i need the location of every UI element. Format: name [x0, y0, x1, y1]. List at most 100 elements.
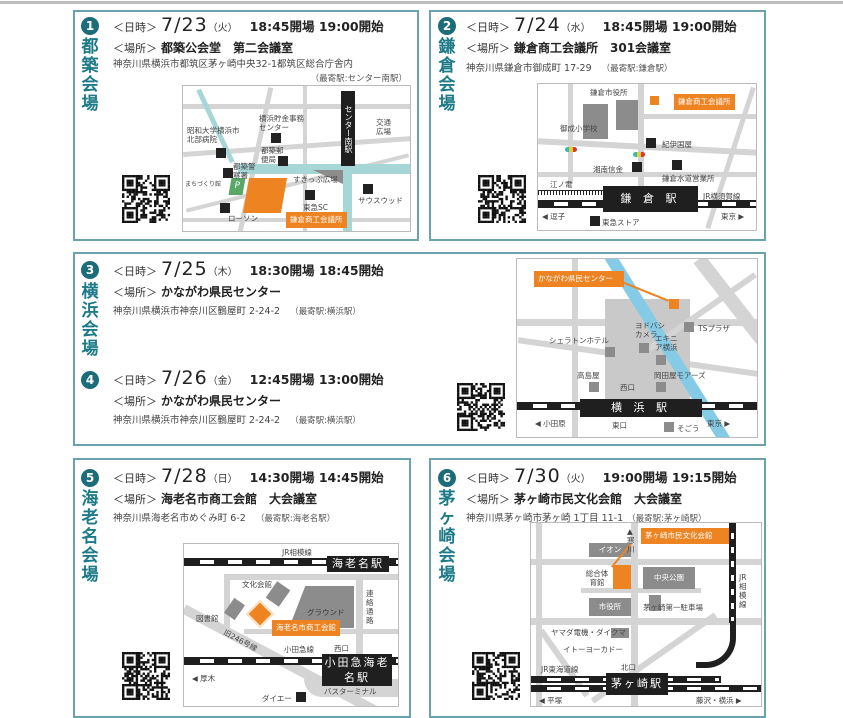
map-label: グラウンド	[307, 608, 345, 617]
map-label: 東急SC	[303, 203, 328, 212]
map-shape	[184, 558, 398, 566]
venue-panel-tsuzuki: 1 都築会場 ＜日時＞7/23（火）18:45開場 19:00開始 ＜場所＞都築…	[73, 10, 419, 241]
station-chigasaki: 茅ヶ崎駅	[606, 673, 668, 695]
map-label: 東京 ▶	[721, 212, 745, 221]
map-shape	[664, 422, 674, 432]
map-label: JR横須賀線	[703, 192, 741, 201]
map-label: 湘南信金	[593, 165, 623, 174]
venue-name-vertical: 茅ヶ崎会場	[438, 489, 456, 585]
map-label: 総合体育館	[585, 569, 609, 587]
station-ebina-odakyu: 小田急海老名駅	[322, 654, 392, 686]
map-shape	[632, 162, 642, 172]
map-label: 文化会館	[242, 580, 272, 589]
qr-code[interactable]	[122, 175, 171, 224]
qr-code[interactable]	[122, 652, 171, 701]
map-label: 西口	[334, 644, 349, 653]
map-label: 図書館	[196, 614, 219, 623]
top-rule	[0, 1, 843, 4]
map-shape	[356, 574, 363, 654]
map-label: 西口	[620, 383, 635, 392]
station-center-minami: センター南駅	[341, 91, 355, 166]
map-label: バスターミナル	[324, 687, 377, 696]
map-shape	[531, 559, 761, 565]
map-shape	[605, 347, 615, 357]
date-line: ＜日時＞7/26（金）12:45開場 13:00開始	[113, 367, 384, 389]
map-label: まちづくり館	[185, 181, 222, 188]
venue-label: 鎌倉商工会議所	[674, 94, 735, 110]
place-line: ＜場所＞鎌倉商工会議所 301会議室	[466, 41, 672, 55]
venue-building	[613, 565, 631, 589]
map-label: すきっぷ広場	[293, 175, 338, 184]
qr-code[interactable]	[478, 175, 527, 224]
station-yokohama: 横 浜 駅	[580, 399, 702, 417]
map-shape	[656, 382, 666, 392]
venue-number-badge: 6	[438, 469, 456, 487]
map-shape	[649, 595, 661, 611]
map-label: JR相模線	[739, 573, 747, 609]
map-shape	[278, 156, 288, 166]
map-shape	[589, 382, 599, 392]
date-line: ＜日時＞7/30（火）19:00開場 19:15開始	[466, 465, 737, 487]
map-shape	[643, 114, 756, 119]
map-label: ヤマダ電機・ダイクマ	[551, 628, 626, 637]
map-shape	[650, 96, 659, 105]
map-label: そごう	[677, 424, 700, 433]
address-line: 神奈川県鎌倉市御成町 17-29（最寄駅:鎌倉駅）	[466, 63, 673, 74]
map-label: ダイエー	[262, 694, 292, 703]
map-label: 横浜貯金事務センター	[259, 114, 304, 132]
map-shape: 市役所	[589, 598, 631, 616]
qr-code[interactable]	[457, 383, 506, 432]
venue-building	[245, 599, 275, 629]
map-shape	[672, 160, 682, 170]
time: 18:45開場 19:00開始	[249, 19, 384, 34]
venue-panel-yokohama: 3 横浜会場 ＜日時＞7/25（木）18:30開場 18:45開始 ＜場所＞かな…	[73, 252, 766, 446]
address: 神奈川県横浜市都筑区茅ヶ崎中央32-1都筑区総合庁舎内	[113, 59, 354, 70]
map-shape	[581, 588, 701, 593]
map-tsuzuki: センター南駅 横浜貯金事務センター 昭和大学横浜市北部病院 都築郵便局 都築警察…	[182, 85, 411, 232]
venue-number-badge: 5	[81, 469, 99, 487]
map-label: 連絡通路	[366, 589, 374, 625]
venue-panel-ebina: 5 海老名会場 ＜日時＞7/28（日）14:30開場 14:45開始 ＜場所＞海…	[73, 458, 411, 718]
venue-name-vertical: 都築会場	[81, 37, 99, 114]
map-label: 昭和大学横浜市北部病院	[187, 126, 240, 144]
map-label: ヨドバシカメラ	[635, 321, 665, 339]
map-shape	[669, 299, 679, 309]
map-label: シェラトンホテル	[549, 336, 609, 345]
map-label: 藤沢・横浜 ▶	[696, 696, 742, 705]
map-shape	[184, 657, 398, 665]
address-line: 神奈川県海老名市めぐみ町 6-2（最寄駅:海老名駅）	[113, 513, 336, 524]
map-label: JR東海道線	[541, 665, 579, 674]
place-line: ＜場所＞海老名市商工会館 大会議室	[113, 492, 318, 506]
date: 7/23	[161, 14, 208, 36]
map-shape	[568, 84, 573, 184]
map-label: エキニア横浜	[655, 334, 678, 352]
place-line: ＜場所＞都築公会堂 第二会議室	[113, 41, 294, 55]
map-shape	[572, 259, 578, 437]
qr-code[interactable]	[472, 652, 521, 701]
map-shape	[583, 104, 608, 139]
map-label: ◀ 逗子	[542, 212, 566, 221]
venue-panel-kamakura: 2 鎌倉会場 ＜日時＞7/24（水）18:45開場 19:00開始 ＜場所＞鎌倉…	[429, 10, 766, 241]
venue-label: かながわ県民センター	[534, 271, 624, 287]
place-line: ＜場所＞茅ヶ崎市民文化会館 大会議室	[466, 492, 683, 506]
map-label: 紀伊国屋	[662, 140, 692, 149]
place-line: ＜場所＞かながわ県民センター	[113, 285, 282, 299]
map-shape	[238, 164, 410, 174]
map-shape	[271, 133, 281, 143]
map-shape	[631, 523, 638, 706]
venue-number-badge: 3	[81, 261, 99, 279]
station-kamakura: 鎌 倉 駅	[603, 186, 698, 212]
map-label: 御成小学校	[560, 124, 598, 133]
map-label: TSプラザ	[698, 324, 730, 333]
map-label: 茅ヶ崎第一駐車場	[643, 603, 703, 612]
map-shape	[343, 166, 352, 231]
date-line: ＜日時＞7/25（木）18:30開場 18:45開始	[113, 258, 384, 280]
map-shape	[656, 355, 666, 365]
venue-panel-chigasaki: 6 茅ヶ崎会場 ＜日時＞7/30（火）19:00開場 19:15開始 ＜場所＞茅…	[429, 458, 766, 718]
station-ebina-jr: 海老名駅	[327, 556, 389, 572]
map-label: ◀ 平塚	[539, 696, 563, 705]
venue-label: 茅ヶ崎市民文化会館	[641, 528, 731, 544]
map-shape	[729, 523, 736, 623]
map-label: 鎌倉水道営業所	[662, 174, 715, 183]
map-shape	[684, 322, 694, 332]
